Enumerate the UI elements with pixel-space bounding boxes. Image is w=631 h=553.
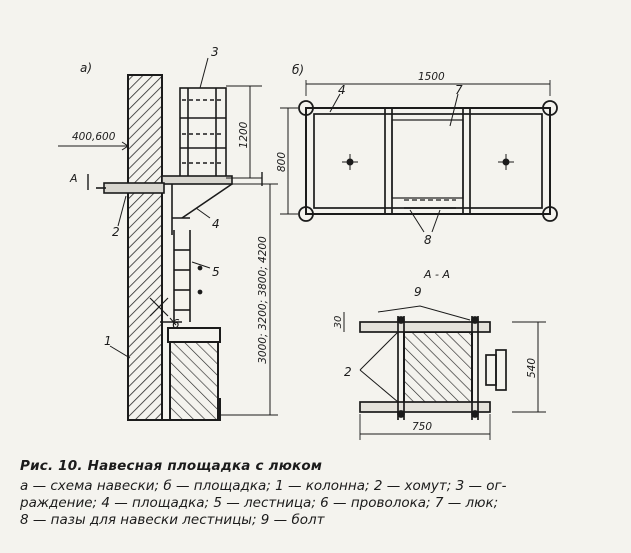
callout-2-section: 2 bbox=[344, 365, 352, 379]
callout-1: 1 bbox=[104, 334, 112, 348]
drawing-labels: а) б) А - А А 1 2 3 4 5 6 4 7 8 9 2 400,… bbox=[69, 45, 538, 433]
dim-400-600: 400,600 bbox=[72, 131, 116, 143]
caption-line-1: а — схема навески; б — площадка; 1 — кол… bbox=[20, 478, 616, 495]
caption-line-3-text: 8 — пазы для навески лестницы; 9 — болт bbox=[20, 512, 325, 528]
callout-8: 8 bbox=[424, 233, 432, 247]
callout-2-scheme: 2 bbox=[112, 225, 120, 239]
wire bbox=[149, 297, 182, 323]
caption-line-2: раждение; 4 — площадка; 5 — лестница; 6 … bbox=[20, 495, 616, 512]
callout-7: 7 bbox=[455, 83, 463, 97]
callout-3: 3 bbox=[211, 45, 219, 59]
ladder bbox=[173, 230, 203, 322]
panel-b-label: б) bbox=[292, 63, 304, 77]
callout-4-plan: 4 bbox=[338, 83, 346, 97]
center-mark-left bbox=[342, 154, 358, 170]
technical-drawing: а) б) А - А А 1 2 3 4 5 6 4 7 8 9 2 400,… bbox=[58, 45, 558, 440]
callout-4-scheme: 4 bbox=[212, 217, 220, 231]
section-a-a bbox=[343, 305, 546, 440]
railing bbox=[179, 87, 227, 179]
dim-1500: 1500 bbox=[418, 71, 445, 83]
dim-540: 540 bbox=[526, 358, 538, 378]
figure-caption-title: Рис. 10. Навесная площадка с люком bbox=[20, 458, 323, 474]
panel-a-label: а) bbox=[80, 61, 92, 75]
dim-3000: 3000; 3200; 3800; 4200 bbox=[257, 236, 269, 364]
caption-line-3: 8 — пазы для навески лестницы; 9 — болт bbox=[20, 512, 616, 529]
section-marker-left: А bbox=[69, 172, 78, 185]
panel-b-plan bbox=[280, 80, 558, 233]
caption-line-2-text: раждение; 4 — площадка; 5 — лестница; 6 … bbox=[20, 495, 499, 511]
platform bbox=[161, 175, 233, 235]
column bbox=[127, 74, 221, 421]
dim-30: 30 bbox=[333, 316, 344, 329]
section-a-a-title: А - А bbox=[423, 268, 450, 281]
callout-5: 5 bbox=[212, 265, 220, 279]
clamp bbox=[96, 182, 165, 194]
panel-a-scheme bbox=[58, 57, 278, 421]
callout-6: 6 bbox=[172, 317, 180, 331]
callout-9: 9 bbox=[414, 285, 422, 299]
figure-caption-body: а — схема навески; б — площадка; 1 — кол… bbox=[20, 478, 616, 529]
dim-750: 750 bbox=[412, 421, 432, 433]
center-mark-right bbox=[498, 154, 514, 170]
dim-800: 800 bbox=[276, 152, 288, 172]
caption-line-1-text: а — схема навески; б — площадка; 1 — кол… bbox=[20, 478, 507, 494]
dim-1200: 1200 bbox=[238, 121, 250, 148]
